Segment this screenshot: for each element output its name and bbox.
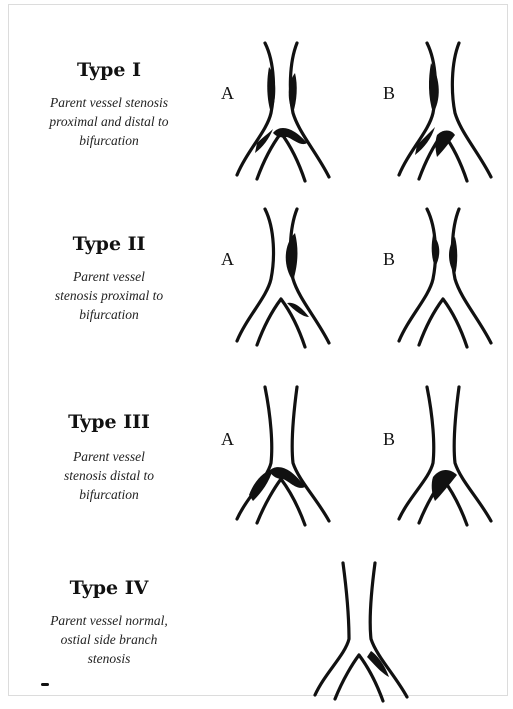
type-1-desc-line-1: Parent vessel stenosis (9, 93, 209, 112)
type-2-panel-b-vessel (393, 205, 503, 355)
type-3-title: Type III (9, 411, 209, 433)
type-2-desc-line-2: stenosis proximal to (9, 286, 209, 305)
type-2-panel-a-vessel (231, 205, 341, 355)
type-3-desc-line-3: bifurcation (9, 485, 209, 504)
type-3-panel-b-vessel (393, 383, 503, 533)
type-1-desc-line-2: proximal and distal to (9, 112, 209, 131)
type-3-desc-line-2: stenosis distal to (9, 466, 209, 485)
type-4-desc-line-2: ostial side branch (9, 630, 209, 649)
type-1-description: Parent vessel stenosis proximal and dist… (9, 93, 209, 150)
type-3-desc-line-1: Parent vessel (9, 447, 209, 466)
type-1-desc-line-3: bifurcation (9, 131, 209, 150)
type-2-desc-line-1: Parent vessel (9, 267, 209, 286)
type-1-panel-b-vessel (393, 39, 503, 189)
type-2-desc-line-3: bifurcation (9, 305, 209, 324)
type-4-desc-line-3: stenosis (9, 649, 209, 668)
type-4-desc-line-1: Parent vessel normal, (9, 611, 209, 630)
corner-mark (41, 683, 49, 686)
type-4-vessel (309, 559, 419, 709)
type-4-description: Parent vessel normal, ostial side branch… (9, 611, 209, 668)
type-3-panel-a-vessel (231, 383, 341, 533)
type-2-title: Type II (9, 233, 209, 255)
type-4-title: Type IV (9, 577, 209, 599)
classification-figure: Type I Parent vessel stenosis proximal a… (8, 4, 508, 696)
type-2-description: Parent vessel stenosis proximal to bifur… (9, 267, 209, 324)
type-1-panel-a-vessel (231, 39, 341, 189)
type-3-description: Parent vessel stenosis distal to bifurca… (9, 447, 209, 504)
type-1-title: Type I (9, 59, 209, 81)
